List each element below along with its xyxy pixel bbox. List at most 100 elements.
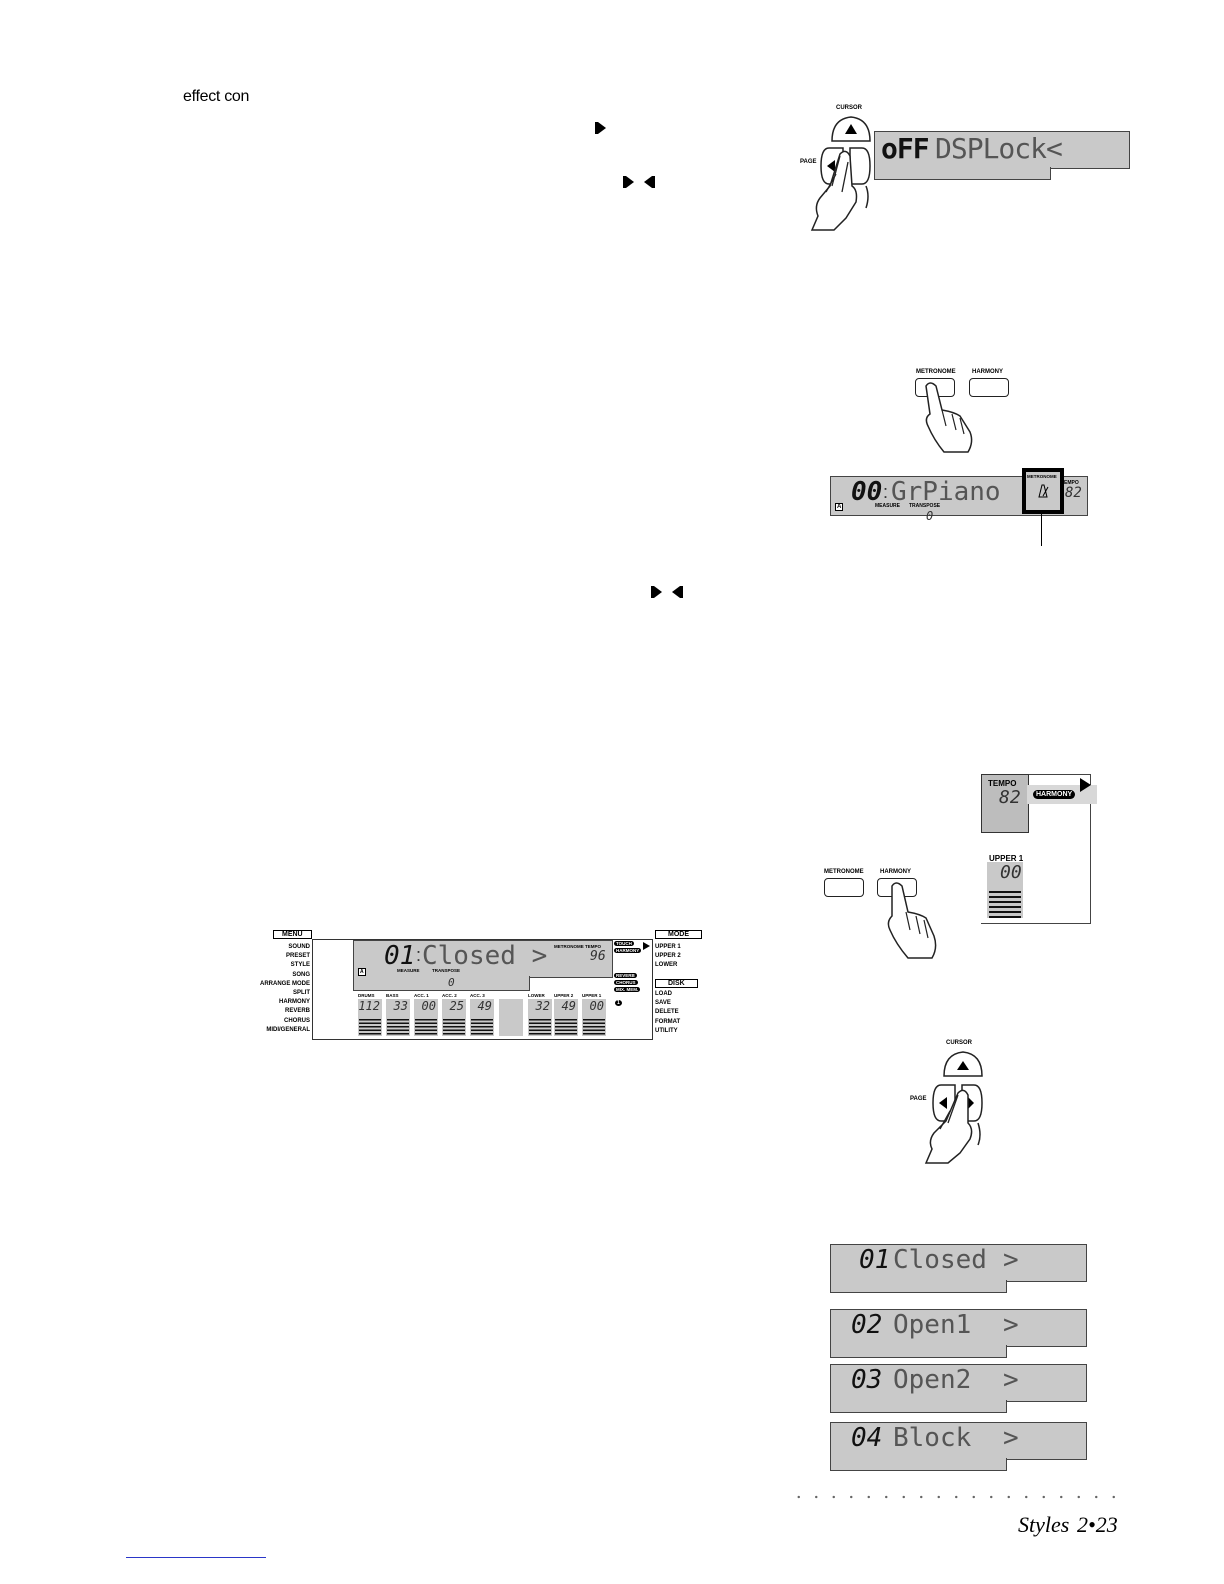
upper1-detail-value: 00	[1000, 862, 1022, 883]
harmony-type-lcd-tab	[830, 1345, 1007, 1358]
tempo-detail-value: 82	[999, 787, 1021, 808]
channel-value: 00	[589, 999, 604, 1013]
harmony-type-name: Block	[893, 1423, 972, 1453]
main-tempo-value: 96	[590, 949, 606, 964]
upper1-meter	[989, 888, 1021, 918]
main-tempo-label: TEMPO	[585, 944, 602, 949]
chorus-badge: CHORUS	[614, 980, 638, 985]
mode-item[interactable]: LOWER	[655, 962, 678, 969]
lcd-colon: :	[883, 482, 889, 502]
channel-meter: 49	[554, 999, 578, 1036]
menu-item[interactable]: STYLE	[290, 962, 310, 969]
play-stop-icon	[623, 176, 655, 188]
main-measure-label: MEASURE	[397, 968, 420, 973]
lcd-grpiano-name: GrPiano	[891, 477, 1001, 507]
metronome-key-label-2: METRONOME	[824, 869, 864, 875]
channel-meter: 112	[358, 999, 382, 1036]
main-lcd-name: Closed >	[422, 941, 548, 971]
harmony-key-label: HARMONY	[972, 369, 1003, 375]
harmony-type-arrow: >	[1003, 1423, 1019, 1453]
cursor-up-key[interactable]	[828, 114, 874, 144]
menu-item[interactable]: MIDI/GENERAL	[266, 1026, 310, 1033]
harmony-type-arrow: >	[1003, 1365, 1019, 1395]
harmony-badge: HARMONY	[1033, 790, 1076, 799]
menu-item[interactable]: SONG	[292, 971, 310, 978]
menu-item[interactable]: SPLIT	[292, 989, 310, 996]
mode-selector-arrow-icon	[643, 942, 650, 950]
channel-label: ACC. 1	[414, 993, 429, 998]
tempo-label: TEMPO	[1061, 480, 1079, 486]
main-bank-letter: A	[358, 968, 366, 976]
tempo-panel: TEMPO 82	[981, 774, 1029, 833]
channel-level-bars	[529, 1017, 551, 1035]
harmony-type-number: 03	[851, 1365, 883, 1395]
disk-item[interactable]: DELETE	[655, 1009, 679, 1016]
menu-item[interactable]: SOUND	[288, 944, 310, 950]
channel-label: ACC. 3	[470, 993, 485, 998]
channel-label: LOWER	[528, 993, 545, 998]
lcd-dsplock-tab	[874, 167, 1051, 180]
channel-meter: 25	[442, 999, 466, 1036]
mode-item[interactable]: UPPER 2	[655, 953, 681, 960]
metronome-button-2[interactable]	[824, 878, 864, 897]
disk-title: DISK	[655, 979, 698, 988]
main-transpose-value: 0	[448, 976, 455, 989]
harmony-type-arrow: >	[1003, 1245, 1019, 1275]
upper1-panel: 00	[987, 862, 1023, 918]
disk-item[interactable]: SAVE	[655, 1000, 671, 1007]
harmony-type-lcd-tab	[830, 1280, 1007, 1293]
menu-item[interactable]: CHORUS	[283, 1017, 310, 1024]
badge-column: TOUCH HARMONY REVERB CHORUS MIX. MEM. 1	[614, 941, 642, 1006]
menu-item[interactable]: ARRANGE MODE	[259, 980, 310, 987]
cursor-up-key-2[interactable]	[940, 1049, 986, 1079]
channel-level-bars	[443, 1017, 465, 1035]
disk-item[interactable]: UTILITY	[655, 1027, 678, 1034]
pressing-hand-icon-4	[924, 1084, 983, 1164]
channel-value: 112	[358, 999, 380, 1013]
lcd-dsplock: oFF DSPLock<	[874, 131, 1130, 169]
mode-title: MODE	[655, 930, 702, 939]
channel-level-bars	[471, 1017, 493, 1035]
footer-page-number: 2•23	[1077, 1512, 1118, 1537]
metronome-indicator-highlight: METRONOME	[1022, 468, 1064, 514]
menu-item[interactable]: HARMONY	[279, 999, 310, 1006]
measure-label: MEASURE	[875, 503, 901, 509]
harmony-type-lcd: 03 Open2 >	[830, 1364, 1087, 1402]
mode-item[interactable]: UPPER 1	[655, 944, 681, 950]
channel-label: UPPER 1	[582, 993, 602, 998]
pressing-hand-icon-2	[925, 382, 973, 453]
disk-item[interactable]: LOAD	[655, 991, 672, 997]
channel-value: 49	[561, 999, 576, 1013]
menu-item[interactable]: PRESET	[285, 953, 310, 960]
part-indicator: 1	[615, 1000, 622, 1006]
main-transpose-label: TRANSPOSE	[432, 968, 461, 973]
lcd-dsplock-text: DSPLock<	[935, 132, 1063, 165]
play-icon	[595, 122, 606, 134]
lcd-dsplock-value: oFF	[881, 132, 930, 165]
reverb-badge: REVERB	[614, 973, 637, 978]
pressing-hand-icon-3	[887, 882, 937, 959]
disk-item[interactable]: FORMAT	[655, 1018, 681, 1025]
tempo-value: 82	[1065, 485, 1082, 501]
harmony-type-name: Open2	[893, 1365, 972, 1395]
main-metronome-label: METRONOME	[554, 944, 584, 949]
metronome-icon	[1038, 484, 1049, 498]
harmony-button[interactable]	[969, 378, 1009, 397]
pointer-line	[1041, 510, 1042, 546]
page-label: PAGE	[800, 159, 817, 165]
upper1-detail-label: UPPER 1	[989, 854, 1024, 863]
bank-letter: A	[835, 503, 844, 511]
menu-item[interactable]: REVERB	[284, 1008, 310, 1015]
channel-meter: 32	[528, 999, 552, 1036]
intro-text: effect con	[183, 88, 250, 105]
menu-list: SOUND PRESET STYLE SONG ARRANGE MODE SPL…	[248, 943, 310, 1035]
